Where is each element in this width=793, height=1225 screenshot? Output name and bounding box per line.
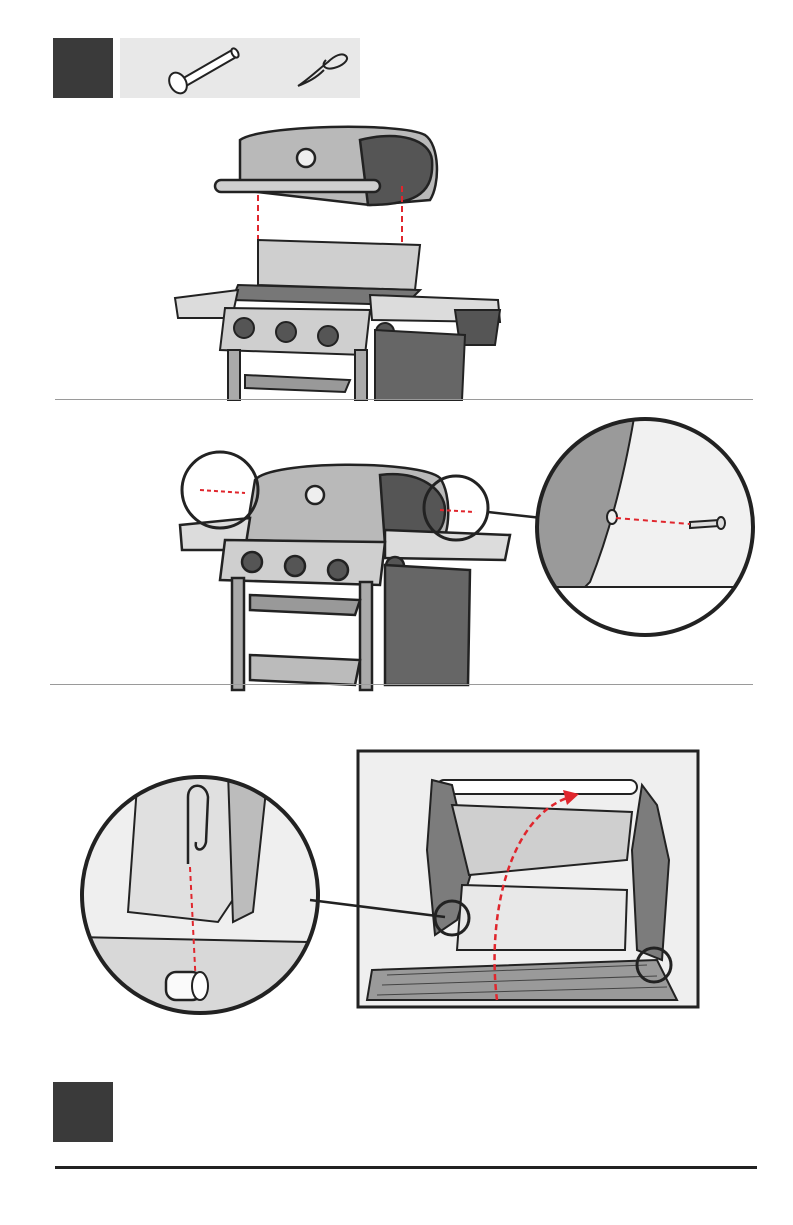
bottom-divider [55,1166,757,1169]
step-number-box-2 [53,1082,113,1142]
